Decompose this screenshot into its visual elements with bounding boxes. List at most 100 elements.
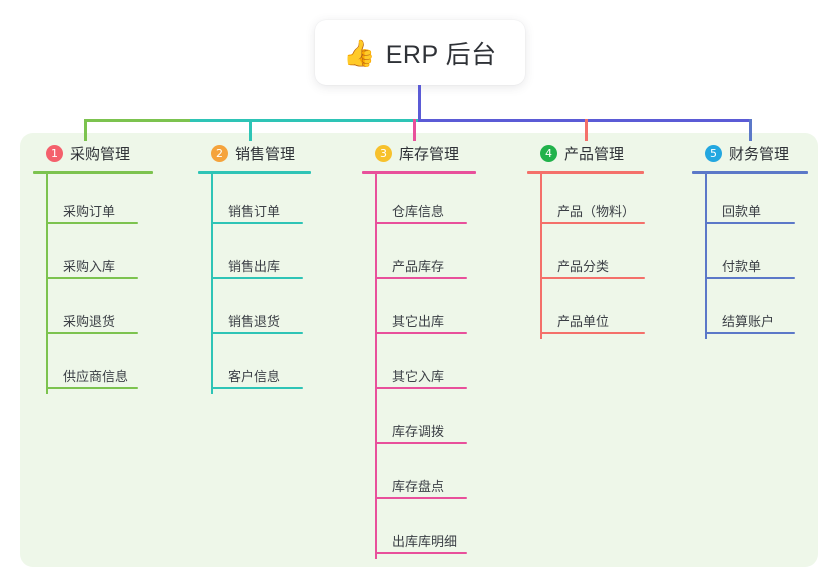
- branch-leaf-list: 销售订单销售出库销售退货客户信息: [198, 174, 311, 394]
- leaf-item-underline: [705, 332, 795, 334]
- branch-leaf-list: 采购订单采购入库采购退货供应商信息: [33, 174, 153, 394]
- root-node-title: ERP 后台: [385, 40, 497, 69]
- branch-index-badge: 2: [211, 144, 228, 162]
- branch-column-2: 2 销售管理销售订单销售出库销售退货客户信息: [198, 142, 311, 394]
- branch-index-badge: 3: [375, 144, 392, 162]
- leaf-item-underline: [375, 332, 467, 334]
- leaf-item-label: 库存盘点: [392, 479, 445, 494]
- leaf-item-label: 仓库信息: [392, 204, 445, 219]
- leaf-item[interactable]: 采购入库: [33, 229, 153, 284]
- leaf-item-underline: [46, 222, 138, 224]
- leaf-item[interactable]: 采购订单: [33, 174, 153, 229]
- leaf-item[interactable]: 产品（物料）: [527, 174, 645, 229]
- leaf-item-label: 客户信息: [228, 369, 281, 384]
- leaf-item-underline: [375, 387, 467, 389]
- leaf-item-label: 采购退货: [63, 314, 116, 329]
- leaf-item-underline: [540, 277, 645, 279]
- leaf-item[interactable]: 其它出库: [362, 284, 476, 339]
- leaf-item-underline: [211, 277, 303, 279]
- leaf-item-underline: [211, 387, 303, 389]
- drop-col-4: [585, 119, 588, 141]
- branch-index-badge: 4: [540, 144, 557, 162]
- leaf-item[interactable]: 销售订单: [198, 174, 311, 229]
- branch-leaf-list: 产品（物料） 产品分类产品单位: [527, 174, 645, 339]
- branch-spine: [46, 174, 48, 394]
- leaf-item-label: 结算账户: [722, 314, 775, 329]
- leaf-item-label: 采购订单: [63, 204, 116, 219]
- branch-title: 财务管理: [729, 145, 790, 163]
- branch-column-3: 3 库存管理仓库信息产品库存其它出库其它入库库存调拨库存盘点出库库明细: [362, 142, 476, 559]
- leaf-item-underline: [705, 277, 795, 279]
- branch-index-badge: 5: [705, 144, 722, 162]
- branch-leaf-list: 仓库信息产品库存其它出库其它入库库存调拨库存盘点出库库明细: [362, 174, 476, 559]
- leaf-item[interactable]: 付款单: [692, 229, 808, 284]
- leaf-item-underline: [375, 552, 467, 554]
- thumbs-up-emoji: 👍: [343, 37, 376, 68]
- leaf-item[interactable]: 出库库明细: [362, 504, 476, 559]
- leaf-item[interactable]: 其它入库: [362, 339, 476, 394]
- branch-underline: [198, 171, 311, 174]
- branch-column-4: 4 产品管理产品（物料） 产品分类产品单位: [527, 142, 645, 339]
- leaf-item-label: 采购入库: [63, 259, 116, 274]
- leaf-item[interactable]: 库存调拨: [362, 394, 476, 449]
- root-node-card[interactable]: 👍 ERP 后台: [315, 20, 525, 85]
- leaf-item-label: 付款单: [722, 259, 762, 274]
- branch-underline: [362, 171, 476, 174]
- branch-header-4[interactable]: 4 产品管理: [527, 142, 644, 164]
- leaf-item-label: 其它出库: [392, 314, 445, 329]
- leaf-item-underline: [375, 277, 467, 279]
- branch-spine: [375, 174, 377, 559]
- leaf-item[interactable]: 销售出库: [198, 229, 311, 284]
- branch-spine: [211, 174, 213, 394]
- leaf-item-label: 产品分类: [557, 259, 610, 274]
- leaf-item-label: 产品库存: [392, 259, 445, 274]
- leaf-item-underline: [46, 332, 138, 334]
- branch-leaf-list: 回款单付款单结算账户: [692, 174, 808, 339]
- drop-root: [418, 85, 421, 121]
- branch-underline: [527, 171, 644, 174]
- leaf-item[interactable]: 结算账户: [692, 284, 808, 339]
- drop-col-1: [84, 119, 87, 141]
- bus-indigo: [418, 119, 751, 122]
- branch-title: 库存管理: [399, 145, 460, 163]
- leaf-item[interactable]: 供应商信息: [33, 339, 153, 394]
- leaf-item-label: 销售退货: [228, 314, 281, 329]
- leaf-item[interactable]: 产品单位: [527, 284, 645, 339]
- leaf-item[interactable]: 库存盘点: [362, 449, 476, 504]
- leaf-item-underline: [540, 222, 645, 224]
- branch-title: 产品管理: [564, 145, 625, 163]
- leaf-item-underline: [375, 222, 467, 224]
- leaf-item[interactable]: 产品库存: [362, 229, 476, 284]
- drop-col-2: [249, 119, 252, 141]
- content-panel: [20, 133, 818, 567]
- leaf-item-underline: [46, 277, 138, 279]
- leaf-item-label: 销售出库: [228, 259, 281, 274]
- leaf-item-label: 回款单: [722, 204, 762, 219]
- leaf-item[interactable]: 回款单: [692, 174, 808, 229]
- branch-column-5: 5 财务管理回款单付款单结算账户: [692, 142, 808, 339]
- bus-teal: [190, 119, 420, 122]
- branch-header-2[interactable]: 2 销售管理: [198, 142, 311, 164]
- leaf-item-label: 销售订单: [228, 204, 281, 219]
- branch-header-3[interactable]: 3 库存管理: [362, 142, 476, 164]
- leaf-item-label: 其它入库: [392, 369, 445, 384]
- leaf-item[interactable]: 销售退货: [198, 284, 311, 339]
- leaf-item-label: 供应商信息: [63, 369, 129, 384]
- branch-title: 采购管理: [70, 145, 131, 163]
- leaf-item[interactable]: 仓库信息: [362, 174, 476, 229]
- leaf-item-underline: [375, 442, 467, 444]
- branch-underline: [33, 171, 153, 174]
- leaf-item-label: 产品单位: [557, 314, 610, 329]
- leaf-item[interactable]: 采购退货: [33, 284, 153, 339]
- leaf-item-label: 出库库明细: [392, 534, 458, 549]
- branch-spine: [705, 174, 707, 339]
- leaf-item-label: 库存调拨: [392, 424, 445, 439]
- leaf-item[interactable]: 产品分类: [527, 229, 645, 284]
- branch-title: 销售管理: [235, 145, 296, 163]
- branch-header-5[interactable]: 5 财务管理: [692, 142, 808, 164]
- leaf-item-label: 产品（物料）: [557, 204, 636, 219]
- leaf-item[interactable]: 客户信息: [198, 339, 311, 394]
